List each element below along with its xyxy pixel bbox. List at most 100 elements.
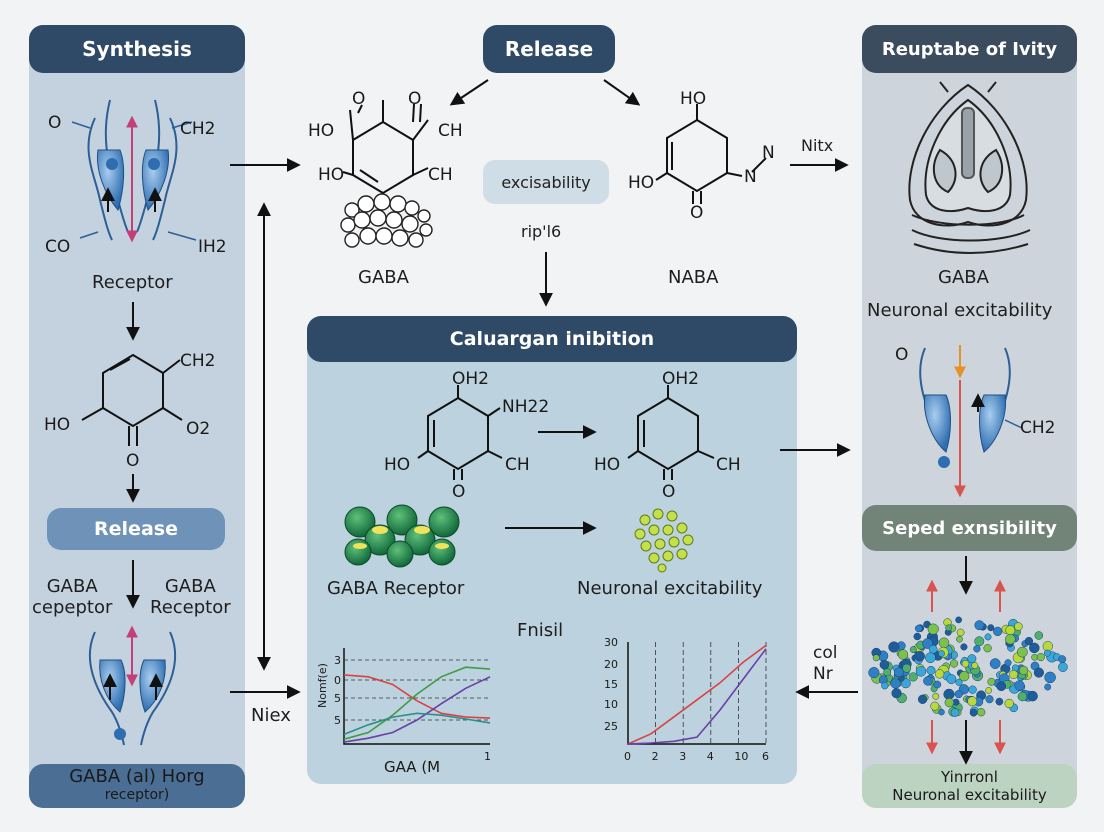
release-pill: Release [47, 508, 225, 550]
particle [927, 623, 939, 635]
inhibition-header: Caluargan inibition [307, 316, 797, 362]
left-footer-line2: receptor) [104, 787, 170, 803]
col-nr-label: col Nr [813, 643, 838, 684]
particle [897, 649, 909, 660]
particle [893, 667, 904, 678]
particle [1024, 636, 1034, 646]
particle [933, 680, 942, 689]
particle [956, 628, 965, 637]
particle [1027, 690, 1038, 702]
left-o-label: O [48, 113, 61, 133]
particle-cluster [868, 616, 1068, 717]
particle [995, 697, 1004, 706]
left-mol-o: O [126, 451, 139, 471]
gaba-receptor-label: GABA Receptor [327, 578, 465, 599]
neuronal-excitability-center: Neuronal excitability [577, 578, 763, 599]
top-left-molecule [342, 100, 429, 195]
particle [956, 635, 963, 643]
top-mol-o2: O [408, 89, 421, 109]
particle [934, 669, 945, 679]
particle [917, 694, 928, 704]
particle [954, 690, 963, 699]
nitx-label: Nitx [801, 136, 834, 155]
particle [955, 678, 963, 686]
right-receptor-o: O [895, 345, 908, 365]
rip-label: rip'l6 [521, 222, 562, 241]
naba-n: N [744, 167, 757, 187]
particle [949, 659, 959, 668]
particle [1029, 642, 1040, 654]
particle [1016, 646, 1028, 658]
particle [987, 677, 996, 686]
gaba-receptor-spheres [344, 504, 460, 568]
particle [983, 644, 992, 653]
particle [971, 662, 979, 669]
center-a-o: O [452, 482, 465, 502]
particle [1058, 655, 1067, 664]
chart-left-series-line [343, 712, 491, 736]
left-top-receptor: O CH2 CO IH2 [45, 99, 227, 257]
particle [891, 688, 902, 699]
particle [888, 641, 900, 653]
left-mol-ho: HO [44, 415, 70, 435]
chart-right-xtick: 6 [762, 750, 769, 763]
particle [950, 708, 960, 717]
chart-right-xtick: 4 [707, 750, 714, 763]
chart-left-ytick: 0 [334, 674, 341, 687]
center-b-oh2: OH2 [662, 369, 699, 389]
particle [930, 701, 940, 711]
chart-right-series-line [627, 644, 767, 745]
chart-left-ytick: 5 [334, 692, 341, 705]
left-bottom-receptor [88, 625, 177, 746]
niex-label: Niex [251, 705, 291, 726]
particle [902, 663, 912, 673]
right-footer-line2: Neuronal excitability [892, 786, 1047, 804]
chart-right-ytick: 25 [604, 720, 618, 733]
particle [938, 637, 950, 649]
naba-ho-left: HO [628, 173, 654, 193]
center-a-ch: CH [505, 455, 530, 475]
top-mol-ch2: CH [428, 165, 453, 185]
particle [1017, 691, 1028, 702]
chart-right-axes [627, 642, 766, 745]
top-mol-ho2: HO [318, 165, 344, 185]
top-mol-ho1: HO [308, 121, 334, 141]
particle [974, 636, 985, 647]
particle [987, 624, 995, 632]
right-neuron-illustration [908, 81, 1031, 254]
center-b-ch: CH [716, 455, 741, 475]
particle [908, 672, 918, 682]
synthesis-header: Synthesis [29, 25, 245, 73]
left-mol-ch2: CH2 [180, 351, 215, 371]
particle [914, 650, 925, 662]
particle [977, 708, 986, 717]
particle [996, 681, 1007, 692]
chart-right-ytick: 15 [604, 678, 618, 691]
release-header: Release [483, 25, 615, 73]
particle [879, 659, 890, 670]
receptor-label: Receptor [92, 272, 173, 293]
particle [974, 620, 985, 631]
particle [938, 708, 945, 716]
gaba-bubble-cluster [340, 193, 433, 248]
particle [1005, 625, 1016, 636]
naba-label: NABA [668, 267, 719, 288]
top-mol-ch1: CH [438, 121, 463, 141]
reuptake-header: Reuptabe of Ivity [862, 25, 1077, 73]
top-right-molecule [655, 104, 743, 204]
center-a-nh2: NH22 [502, 397, 549, 417]
gaba-label-right: GABA [938, 267, 989, 288]
left-molecule [81, 353, 183, 446]
right-receptor-ch2: CH2 [1020, 418, 1055, 438]
particle [1033, 667, 1044, 678]
particle [993, 626, 1003, 637]
particle [881, 682, 889, 690]
particle [1018, 665, 1029, 676]
particle [914, 624, 923, 633]
particle [925, 652, 936, 664]
particle [1004, 659, 1012, 667]
left-ih2-label: IH2 [198, 237, 227, 257]
chart-left-series-line [343, 666, 491, 740]
particle [961, 659, 970, 668]
right-footer-line1: Yinrronl [941, 768, 998, 786]
